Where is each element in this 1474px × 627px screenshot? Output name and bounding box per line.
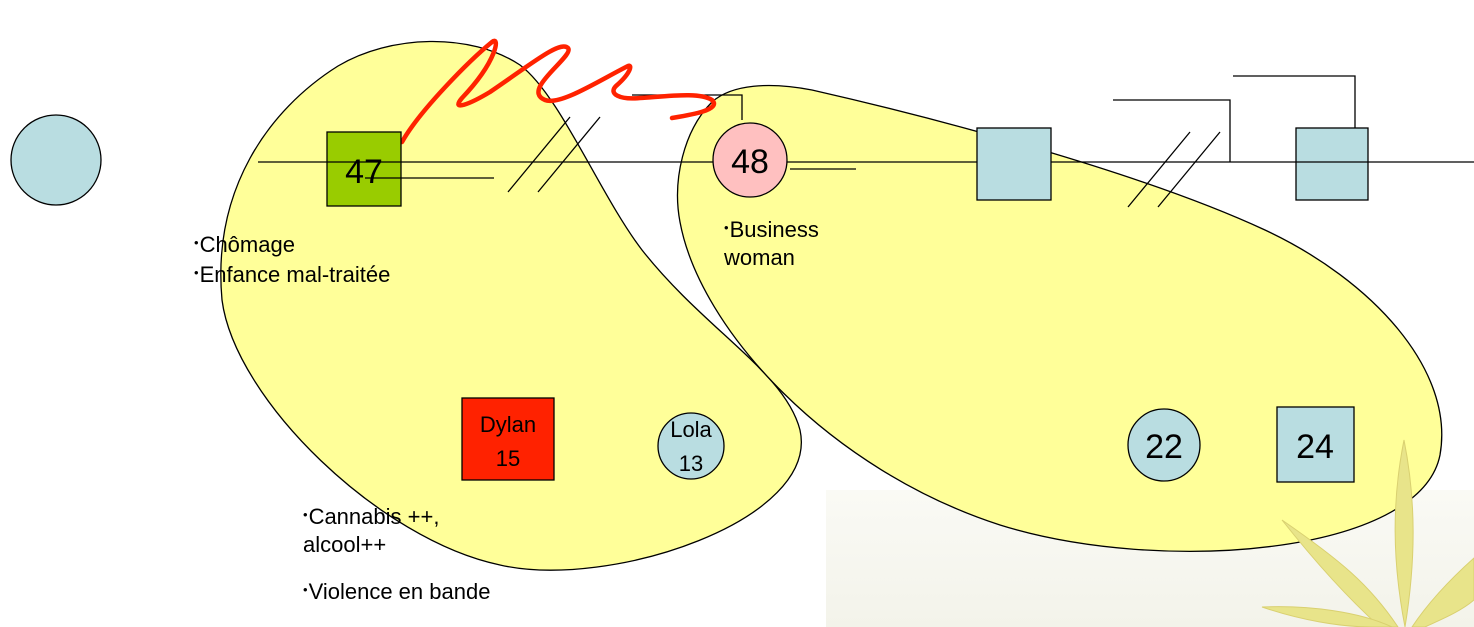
father-notes: •Chômage •Enfance mal-traitée: [194, 229, 424, 289]
lola-circle: [657, 412, 725, 480]
father-square: [326, 131, 402, 207]
divorce-mark: [1157, 131, 1221, 208]
dylan-age: 15: [496, 446, 520, 471]
half-sibling-circle: [1127, 408, 1201, 482]
dylan-square: [461, 397, 555, 481]
divorce-mark: [1127, 131, 1191, 208]
father-age: 47: [345, 153, 383, 191]
mother-circle: [712, 122, 788, 198]
mother-notes: •Business woman: [724, 214, 884, 272]
lola-age: 13: [679, 451, 703, 476]
half-sibling-age: 22: [1145, 428, 1183, 466]
list-item: •Enfance mal-traitée: [194, 262, 391, 287]
grandparent-circle: [10, 114, 102, 206]
mother-age: 48: [731, 143, 769, 181]
divorce-mark: [507, 116, 571, 193]
half-brother-square: [1276, 406, 1355, 483]
list-item: •Violence en bande: [303, 579, 491, 604]
half-brother-age: 24: [1296, 428, 1334, 466]
cannabis-leaf-icon: [1261, 439, 1474, 627]
sibling-line: [1113, 99, 1231, 162]
household-bubble-right: [676, 84, 1443, 552]
relative-square: [1295, 127, 1369, 201]
dylan-name: Dylan: [480, 412, 536, 437]
conflict-zigzag: [399, 38, 717, 145]
divorce-mark: [537, 116, 601, 193]
list-item: •Chômage: [194, 232, 295, 257]
list-item: •Business woman: [724, 217, 819, 270]
partner-square: [976, 127, 1052, 201]
dylan-notes: •Cannabis ++, alcool++ •Violence en band…: [303, 501, 493, 606]
list-item: •Cannabis ++, alcool++: [303, 504, 440, 557]
lola-name: Lola: [670, 417, 712, 442]
